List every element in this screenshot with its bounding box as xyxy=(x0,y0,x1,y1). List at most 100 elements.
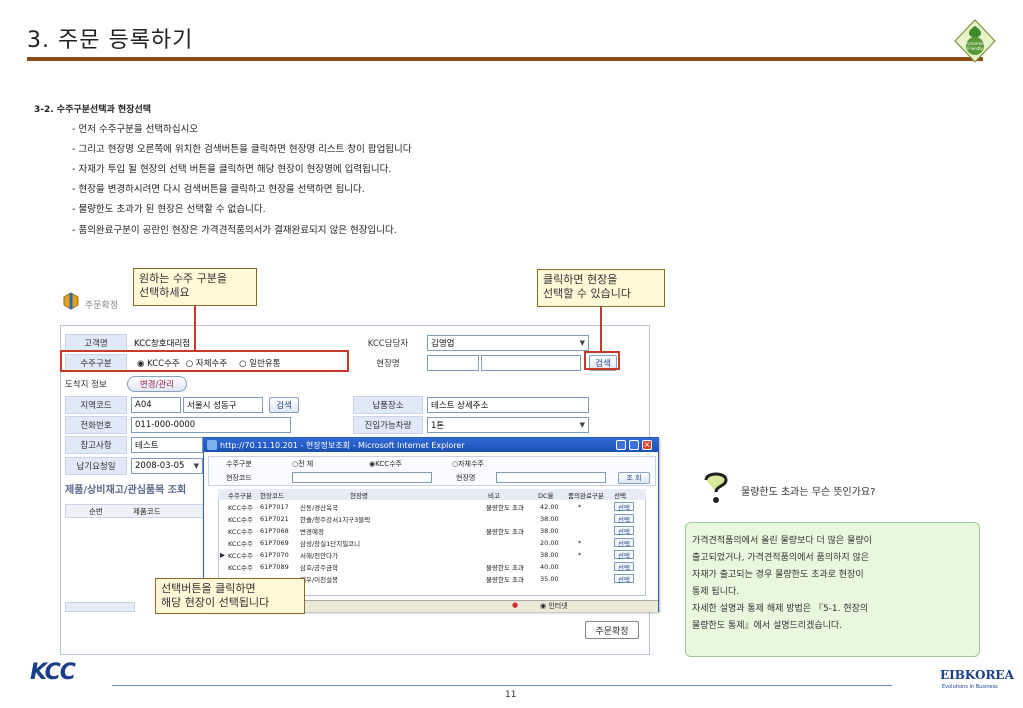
security-icon: ● xyxy=(512,601,519,609)
order-type-highlight xyxy=(60,350,349,372)
eco-badge-icon: Environment Friendly xyxy=(954,19,996,63)
table-cell: 신동/경산옥곡 xyxy=(300,503,339,512)
table-cell: KCC수주 xyxy=(228,563,253,572)
callout-select-button: 선택버튼을 클릭하면 해당 현장이 선택됩니다 xyxy=(155,578,305,614)
bullet-2: - 그리고 현장명 오른쪽에 위치한 검색버튼을 클릭하면 현장명 리스트 창이… xyxy=(72,144,412,155)
popup-radio-all[interactable]: ○전 체 xyxy=(292,460,314,468)
confirm-order-button[interactable]: 주문확정 xyxy=(585,621,639,639)
col-select: 선택 xyxy=(614,491,626,500)
radio-general[interactable]: ○ 일반유통 xyxy=(239,359,281,369)
customer-value: KCC창호대리점 xyxy=(131,335,346,351)
vehicle-select[interactable]: 1톤▼ xyxy=(427,417,589,433)
due-date-label: 납기요청일 xyxy=(65,457,127,475)
grid-scrollbar[interactable] xyxy=(65,602,135,612)
due-date-select[interactable]: 2008-03-05▼ xyxy=(131,458,203,474)
table-cell: 61P7069 xyxy=(260,538,289,547)
site-search-button[interactable]: 검색 xyxy=(589,355,617,371)
table-cell: 38.00 xyxy=(540,514,559,523)
select-site-button[interactable]: 선택 xyxy=(614,514,634,524)
region-search-button[interactable]: 검색 xyxy=(269,397,299,413)
callout-order-type: 원하는 수주 구분을 선택하세요 xyxy=(133,268,257,306)
app-header-label: 주문확정 xyxy=(85,301,119,311)
product-section-title: 제품/상비재고/관심품목 조회 xyxy=(65,485,187,496)
table-cell: 61P7017 xyxy=(260,502,289,511)
vehicle-label: 진입가능차량 xyxy=(353,416,423,434)
col-order-type: 수주구분 xyxy=(228,491,252,500)
chevron-down-icon: ▼ xyxy=(193,462,199,470)
popup-site-name-label: 현장명 xyxy=(456,474,476,482)
popup-site-name-input[interactable] xyxy=(496,472,606,483)
table-cell: 물량한도 초과 xyxy=(486,575,524,584)
popup-site-code-input[interactable] xyxy=(292,472,432,483)
site-label: 현장명 xyxy=(353,354,423,372)
table-cell: KCC수주 xyxy=(228,539,253,548)
select-site-button[interactable]: 선택 xyxy=(614,574,634,584)
page-number: 11 xyxy=(505,690,517,700)
note-line-4: 통제 됩니다. xyxy=(692,587,740,597)
note-label: 참고사항 xyxy=(65,436,127,454)
table-cell: 61P7068 xyxy=(260,526,289,535)
minimize-icon[interactable] xyxy=(616,440,626,450)
select-site-button[interactable]: 선택 xyxy=(614,502,634,512)
table-cell: 20.00 xyxy=(540,538,559,547)
note-line-2: 출고되었거나, 가격견적품의에서 품의하지 않은 xyxy=(692,553,870,563)
table-cell: 61P7070 xyxy=(260,550,289,559)
select-site-button[interactable]: 선택 xyxy=(614,526,634,536)
change-manage-button[interactable]: 변경/관리 xyxy=(127,376,187,392)
table-cell: 변경예정 xyxy=(300,527,324,536)
bullet-4: - 현장을 변경하시려면 다시 검색버튼을 클릭하고 현장을 선택하면 됩니다. xyxy=(72,184,365,195)
maximize-icon[interactable] xyxy=(629,440,639,450)
region-code-input[interactable]: A04 xyxy=(131,397,181,413)
callout-line-order xyxy=(194,306,196,350)
table-cell: KCC수주 xyxy=(228,551,253,560)
ie-icon xyxy=(207,440,217,450)
note-line-3: 자재가 출고되는 경우 물량한도 초과로 현장이 xyxy=(692,570,864,580)
site-name-input[interactable] xyxy=(481,355,581,371)
note-input[interactable]: 테스트 xyxy=(131,437,203,453)
kcc-logo: KCC xyxy=(30,660,76,685)
delivery-label: 도착지 정보 xyxy=(65,380,107,390)
col-dc-rate: DC율 xyxy=(538,491,554,500)
table-cell: 서해/천안다가 xyxy=(300,551,339,560)
svg-text:Environment: Environment xyxy=(962,41,988,46)
table-cell: 35.00 xyxy=(540,574,559,583)
popup-radio-self[interactable]: ○자체수주 xyxy=(452,460,484,468)
close-icon[interactable]: × xyxy=(642,440,652,450)
current-row-indicator-icon: ▶ xyxy=(220,550,225,559)
kcc-manager-select[interactable]: 김영업▼ xyxy=(427,335,589,351)
table-cell: 계우/이천설봉 xyxy=(300,575,339,584)
table-cell: 40.00 xyxy=(540,562,559,571)
phone-input[interactable]: 011-000-0000 xyxy=(131,417,291,433)
deliver-place-input[interactable]: 테스트 상세주소 xyxy=(427,397,589,413)
bullet-3: - 자재가 투입 될 현장의 선택 버튼을 클릭하면 해당 현장이 현장명에 입… xyxy=(72,164,392,175)
bullet-6: - 품의완료구분이 공란인 현장은 가격견적품의서가 결재완료되지 않은 현장입… xyxy=(72,225,397,236)
col-remark: 비고 xyxy=(488,491,500,500)
site-code-input[interactable] xyxy=(427,355,479,371)
col-site-name: 현장명 xyxy=(350,491,368,500)
popup-query-button[interactable]: 조 회 xyxy=(618,472,650,484)
radio-kcc[interactable]: ◉ KCC수주 xyxy=(137,359,180,369)
select-site-button[interactable]: 선택 xyxy=(614,538,634,548)
chevron-down-icon: ▼ xyxy=(579,339,585,347)
callout-site-search: 클릭하면 현장을 선택할 수 있습니다 xyxy=(537,269,665,307)
table-cell: 38.00 xyxy=(540,526,559,535)
region-name-input[interactable]: 서울시 성동구 xyxy=(183,397,263,413)
table-cell: * xyxy=(578,538,582,547)
popup-radio-kcc[interactable]: ◉KCC수주 xyxy=(369,460,402,468)
note-line-6: 물량한도 통제』에서 설명드리겠습니다. xyxy=(692,621,843,631)
note-question: 물량한도 초과는 무슨 뜻인가요? xyxy=(741,487,876,498)
table-cell: KCC수주 xyxy=(228,527,253,536)
col-approval: 품의완료구분 xyxy=(568,491,604,500)
table-cell: 삼호/공주금학 xyxy=(300,563,339,572)
col-site-code: 현장코드 xyxy=(260,491,284,500)
table-cell: 38.00 xyxy=(540,550,559,559)
table-cell: 61P7089 xyxy=(260,562,289,571)
chevron-down-icon: ▼ xyxy=(579,421,585,429)
table-cell: 물량한도 초과 xyxy=(486,563,524,572)
radio-self[interactable]: ○ 자체수주 xyxy=(185,359,228,369)
deliver-place-label: 납품장소 xyxy=(353,396,423,414)
select-site-button[interactable]: 선택 xyxy=(614,562,634,572)
select-site-button[interactable]: 선택 xyxy=(614,550,634,560)
phone-label: 전화번호 xyxy=(65,416,127,434)
table-cell: 물량한도 초과 xyxy=(486,527,524,536)
